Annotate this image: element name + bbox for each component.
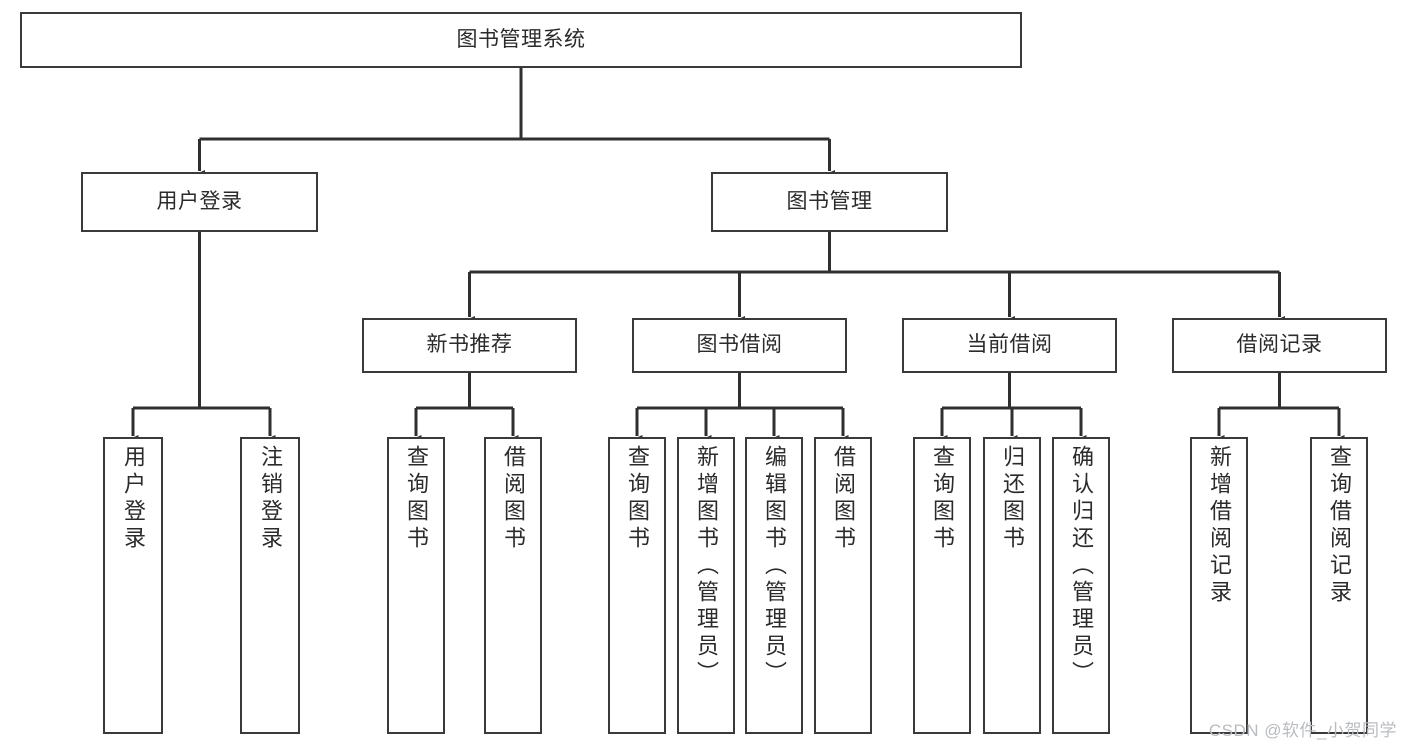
node-leaf-rec-2[interactable]: 查询借阅记录: [1310, 437, 1368, 734]
node-leaf-rec-1[interactable]: 新增借阅记录: [1190, 437, 1248, 734]
node-label: 归还图书: [1000, 445, 1025, 553]
node-bookmgmt[interactable]: 图书管理: [711, 172, 948, 232]
node-label: 图书借阅: [696, 333, 783, 357]
edge-paths: [127, 68, 1345, 445]
node-leaf-cur-1[interactable]: 查询图书: [913, 437, 971, 734]
node-records[interactable]: 借阅记录: [1172, 318, 1387, 373]
node-leaf-new-2[interactable]: 借阅图书: [484, 437, 542, 734]
node-root[interactable]: 图书管理系统: [20, 12, 1022, 68]
node-label: 借阅图书: [831, 445, 856, 553]
node-label: 用户登录: [156, 189, 243, 213]
node-label: 查询图书: [930, 445, 955, 553]
node-label: 图书管理: [786, 189, 873, 213]
node-label: 编辑图书（管理员）: [762, 445, 787, 688]
node-label: 新书推荐: [426, 333, 513, 357]
node-borrow[interactable]: 图书借阅: [632, 318, 847, 373]
node-label: 查询图书: [404, 445, 429, 553]
node-label: 借阅记录: [1236, 333, 1323, 357]
node-label: 确认归还（管理员）: [1069, 445, 1094, 688]
node-label: 查询借阅记录: [1327, 445, 1352, 607]
node-leaf-login-2[interactable]: 注销登录: [240, 437, 300, 734]
node-leaf-borrow-4[interactable]: 借阅图书: [814, 437, 872, 734]
node-leaf-cur-3[interactable]: 确认归还（管理员）: [1052, 437, 1110, 734]
node-leaf-borrow-3[interactable]: 编辑图书（管理员）: [745, 437, 803, 734]
node-label: 查询图书: [625, 445, 650, 553]
node-label: 图书管理系统: [456, 27, 586, 51]
watermark-csdn: CSDN @软件_小贺同学: [1208, 721, 1397, 740]
node-leaf-login-1[interactable]: 用户登录: [103, 437, 163, 734]
node-label: 借阅图书: [501, 445, 526, 553]
node-label: 用户登录: [121, 445, 146, 553]
node-leaf-borrow-2[interactable]: 新增图书（管理员）: [677, 437, 735, 734]
node-leaf-new-1[interactable]: 查询图书: [387, 437, 445, 734]
node-current[interactable]: 当前借阅: [902, 318, 1117, 373]
node-label: 当前借阅: [966, 333, 1053, 357]
node-leaf-cur-2[interactable]: 归还图书: [983, 437, 1041, 734]
node-label: 新增图书（管理员）: [694, 445, 719, 688]
node-leaf-borrow-1[interactable]: 查询图书: [608, 437, 666, 734]
node-newbook[interactable]: 新书推荐: [362, 318, 577, 373]
node-label: 新增借阅记录: [1207, 445, 1232, 607]
node-label: 注销登录: [258, 445, 283, 553]
node-login[interactable]: 用户登录: [81, 172, 318, 232]
